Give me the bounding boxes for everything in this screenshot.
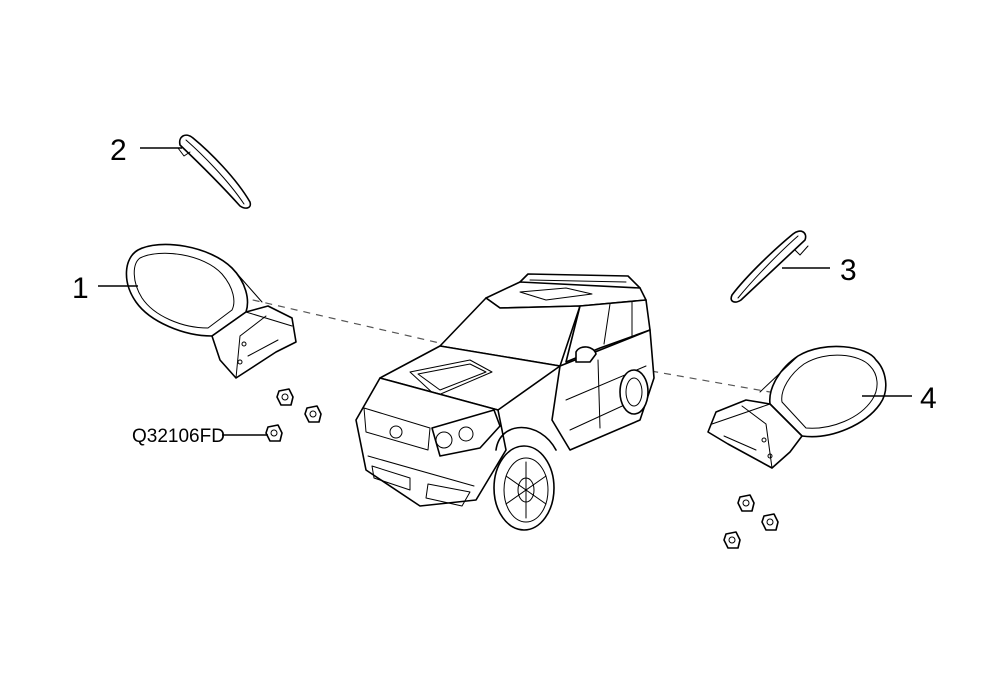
part-1-mirror-left (125, 243, 297, 379)
callout-fastener-code: Q32106FD (132, 426, 225, 447)
callout-3: 3 (840, 254, 857, 287)
vehicle-suv (355, 273, 655, 531)
nut-group-left (265, 388, 322, 442)
part-4-mirror-right (707, 345, 887, 469)
part-3-cover-right (730, 230, 809, 303)
nut-group-right (723, 494, 779, 549)
callout-2: 2 (110, 134, 127, 167)
callout-4: 4 (920, 382, 937, 415)
callout-1: 1 (72, 272, 89, 305)
assembly-line-left (239, 296, 471, 351)
part-2-cover-left (177, 134, 252, 209)
